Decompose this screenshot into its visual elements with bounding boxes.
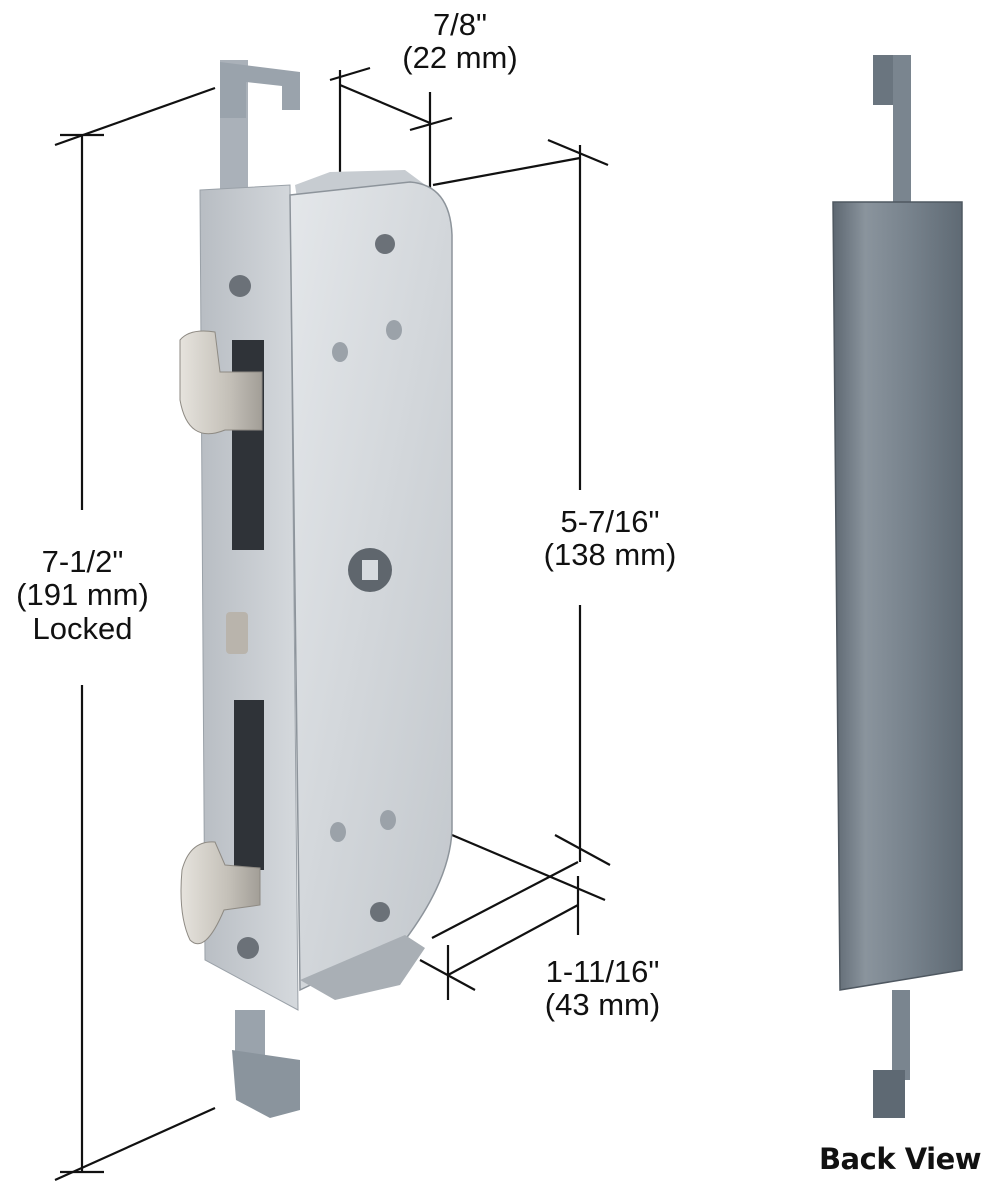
- depth-metric: (43 mm): [544, 987, 661, 1023]
- body-height-imperial: 5-7/16": [560, 504, 660, 539]
- width-dimension-label: 7/8" (22 mm): [370, 8, 550, 75]
- lock-front-view: [179, 60, 453, 1118]
- width-metric: (22 mm): [402, 40, 518, 76]
- overall-height-imperial: 7-1/2": [41, 544, 124, 579]
- body-height-metric: (138 mm): [543, 537, 677, 573]
- overall-height-note: Locked: [32, 610, 133, 646]
- width-imperial: 7/8": [432, 7, 488, 42]
- overall-height-metric: (191 mm): [16, 577, 149, 613]
- depth-label: 1-11/16" (43 mm): [505, 955, 700, 1022]
- back-view-label: Back View: [818, 1142, 982, 1176]
- overall-height-label: 7-1/2" (191 mm) Locked: [0, 544, 165, 646]
- lock-back-view: [832, 55, 963, 1118]
- depth-imperial: 1-11/16": [545, 954, 660, 989]
- body-height-label: 5-7/16" (138 mm): [515, 505, 705, 572]
- dimension-lines: [54, 66, 611, 1182]
